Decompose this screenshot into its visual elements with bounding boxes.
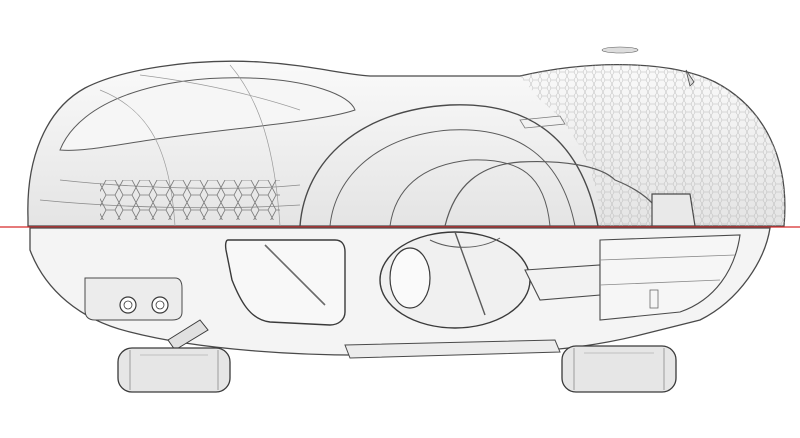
- rear-fin: [685, 69, 695, 87]
- roof-detail: [601, 46, 639, 54]
- front-lamp-left: [119, 296, 137, 314]
- rear-light: [651, 193, 696, 227]
- front-lamp-right: [151, 296, 169, 314]
- side-sill: [344, 339, 561, 359]
- rear-mesh-panel: [520, 64, 785, 226]
- hex-grille: [100, 180, 280, 220]
- lower-chassis-cutaway: [29, 227, 771, 359]
- seat: [389, 247, 431, 309]
- rear-wheel: [561, 345, 677, 393]
- upper-body-shell: [27, 60, 786, 227]
- front-trunk: [224, 239, 346, 326]
- front-wheel: [117, 347, 231, 393]
